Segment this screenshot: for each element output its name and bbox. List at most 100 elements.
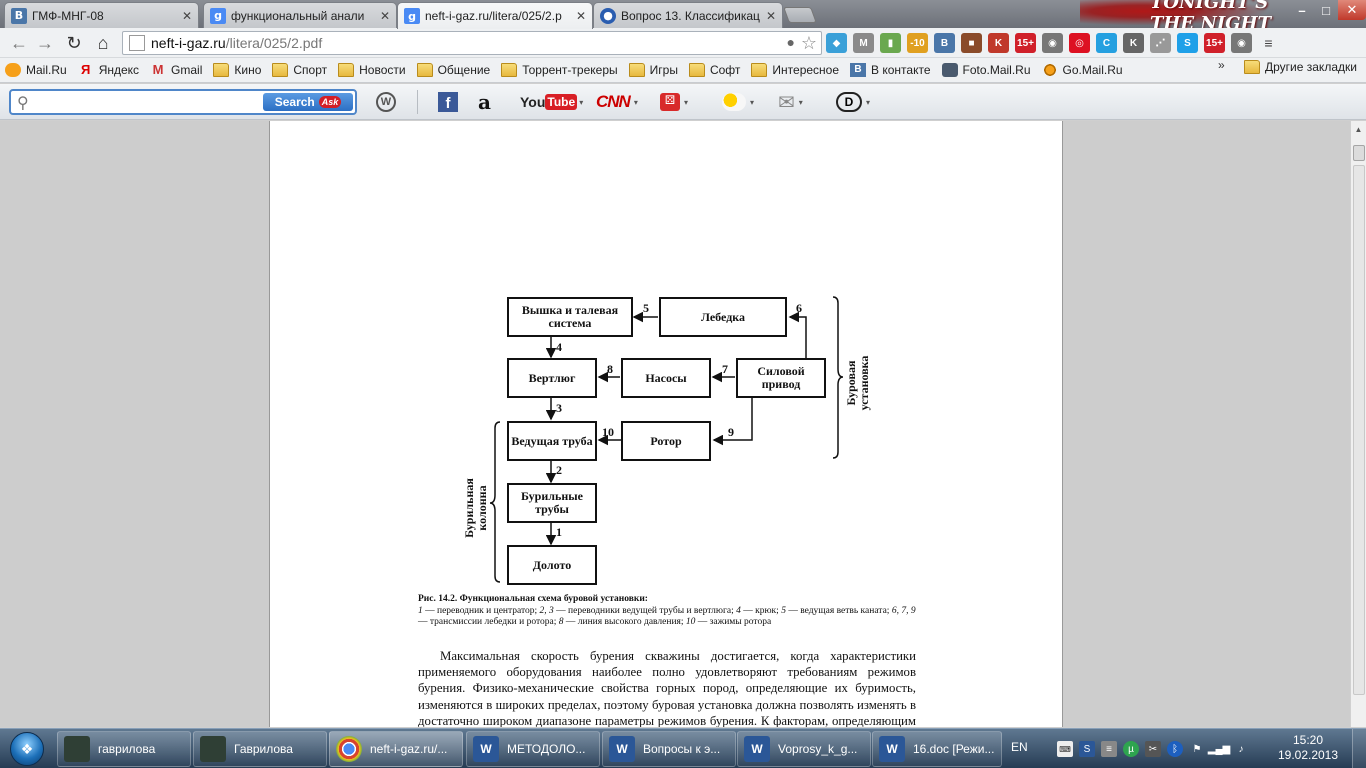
- home-button[interactable]: ⌂: [92, 32, 114, 54]
- camera-icon[interactable]: ■: [961, 33, 982, 53]
- mail-icon[interactable]: M: [853, 33, 874, 53]
- globe-icon[interactable]: ◉: [1231, 33, 1252, 53]
- menu-icon[interactable]: ≡: [1258, 33, 1279, 53]
- forward-button[interactable]: →: [34, 32, 56, 54]
- minimize-button[interactable]: –: [1298, 2, 1306, 18]
- clock[interactable]: 15:20 19.02.2013: [1273, 733, 1343, 763]
- bookmark-mailru[interactable]: Mail.Ru: [0, 59, 73, 81]
- k-icon[interactable]: K: [1123, 33, 1144, 53]
- ask-logo: Ask: [318, 96, 342, 108]
- youtube-icon: You: [520, 94, 546, 110]
- bookmark-folder-sport[interactable]: Спорт: [267, 59, 333, 81]
- tools-icon[interactable]: ✂: [1145, 741, 1161, 757]
- bookmark-folder-news[interactable]: Новости: [333, 59, 411, 81]
- cnn-button[interactable]: CNN▾: [596, 92, 638, 112]
- close-tab-icon[interactable]: ✕: [575, 9, 586, 23]
- taskbar-label: Вопросы к э...: [643, 742, 721, 756]
- close-window-button[interactable]: ✕: [1338, 0, 1366, 20]
- skype-icon[interactable]: S: [1177, 33, 1198, 53]
- bookmark-folder-games[interactable]: Игры: [624, 59, 684, 81]
- box-pumps: Насосы: [621, 358, 711, 398]
- bulb-icon[interactable]: ●: [786, 34, 795, 50]
- vk-icon[interactable]: В: [934, 33, 955, 53]
- facebook-button[interactable]: f: [438, 92, 458, 112]
- tab-2[interactable]: g функциональный анали ✕: [203, 2, 397, 28]
- age-icon[interactable]: 15+: [1015, 33, 1036, 53]
- rss-icon[interactable]: ⋰: [1150, 33, 1171, 53]
- address-bar[interactable]: neft-i-gaz.ru/litera/025/2.pdf ● ☆: [122, 31, 822, 55]
- skype-icon[interactable]: ◆: [826, 33, 847, 53]
- amazon-button[interactable]: a: [478, 90, 491, 114]
- tab-3-active[interactable]: g neft-i-gaz.ru/litera/025/2.p ✕: [397, 2, 593, 29]
- scroll-thumb[interactable]: [1353, 145, 1365, 161]
- keyboard-icon[interactable]: ⌨: [1057, 741, 1073, 757]
- vertical-scrollbar[interactable]: ▲: [1350, 121, 1366, 727]
- taskbar-item-active[interactable]: neft-i-gaz.ru/...: [329, 731, 463, 767]
- box-drill-bit: Долото: [507, 545, 597, 585]
- volume-icon[interactable]: ♪: [1238, 743, 1244, 755]
- wordpress-button[interactable]: W: [376, 92, 396, 112]
- stats-icon[interactable]: ▮: [880, 33, 901, 53]
- bookmark-go-mailru[interactable]: Go.Mail.Ru: [1037, 59, 1129, 81]
- tab-4[interactable]: ● Вопрос 13. Классификац ✕: [593, 2, 783, 28]
- bookmark-foto-mailru[interactable]: Foto.Mail.Ru: [937, 59, 1037, 81]
- caption-text: — зажимы ротора: [695, 617, 772, 628]
- weather-button[interactable]: ▾: [722, 92, 754, 112]
- bookmark-folder-kino[interactable]: Кино: [208, 59, 267, 81]
- folder-icon: [1244, 60, 1260, 74]
- games-button[interactable]: ⚄▾: [660, 92, 688, 112]
- stop-icon[interactable]: ◎: [1069, 33, 1090, 53]
- weather-icon[interactable]: -10: [907, 33, 928, 53]
- bookmarks-more-button[interactable]: »: [1218, 58, 1225, 72]
- refresh-icon[interactable]: C: [1096, 33, 1117, 53]
- taskbar-item[interactable]: гаврилова: [57, 731, 191, 767]
- search-icon: ⚲: [17, 95, 29, 112]
- new-tab-button[interactable]: [783, 7, 817, 23]
- start-button[interactable]: ❖: [2, 730, 52, 768]
- flag-icon[interactable]: ⚑: [1192, 743, 1202, 755]
- age-icon[interactable]: 15+: [1204, 33, 1225, 53]
- maximize-button[interactable]: □: [1322, 2, 1330, 18]
- close-tab-icon[interactable]: ✕: [181, 8, 192, 23]
- skype-icon[interactable]: S: [1079, 741, 1095, 757]
- close-tab-icon[interactable]: ✕: [379, 8, 390, 23]
- kaspersky-icon[interactable]: K: [988, 33, 1009, 53]
- bookmark-folder-torrents[interactable]: Торрент-трекеры: [496, 59, 623, 81]
- back-button[interactable]: ←: [8, 32, 30, 54]
- other-bookmarks[interactable]: Другие закладки: [1244, 60, 1357, 74]
- bluetooth-icon[interactable]: ᛒ: [1167, 741, 1183, 757]
- tab-1[interactable]: В ГМФ-МНГ-08 ✕: [4, 2, 199, 28]
- bookmark-label: Интересное: [772, 63, 840, 77]
- show-desktop-button[interactable]: [1352, 729, 1366, 768]
- utorrent-icon[interactable]: µ: [1123, 741, 1139, 757]
- extension-icons: ◆ M ▮ -10 В ■ K 15+ ◉ ◎ C K ⋰ S 15+ ◉ ≡: [826, 32, 1279, 54]
- bookmark-label: Foto.Mail.Ru: [962, 63, 1031, 77]
- network-icon[interactable]: ▂▄▆: [1207, 743, 1231, 755]
- reload-button[interactable]: ↻: [63, 32, 85, 54]
- scroll-track[interactable]: [1353, 165, 1365, 695]
- scroll-up-icon[interactable]: ▲: [1354, 124, 1363, 134]
- email-button[interactable]: ✉▾: [778, 92, 803, 114]
- bookmark-folder-interesting[interactable]: Интересное: [746, 59, 845, 81]
- globe-icon[interactable]: ◉: [1042, 33, 1063, 53]
- settings-icon[interactable]: ≡: [1101, 741, 1117, 757]
- bookmark-folder-social[interactable]: Общение: [412, 59, 497, 81]
- url-host: neft-i-gaz.ru: [151, 35, 226, 51]
- language-indicator[interactable]: EN: [1011, 740, 1028, 754]
- close-tab-icon[interactable]: ✕: [765, 8, 776, 23]
- star-icon[interactable]: ☆: [800, 33, 817, 53]
- tab-strip: В ГМФ-МНГ-08 ✕ g функциональный анали ✕ …: [0, 0, 1366, 34]
- bookmark-folder-soft[interactable]: Софт: [684, 59, 746, 81]
- taskbar-item[interactable]: Гаврилова: [193, 731, 327, 767]
- dictionary-button[interactable]: D▾: [836, 92, 870, 112]
